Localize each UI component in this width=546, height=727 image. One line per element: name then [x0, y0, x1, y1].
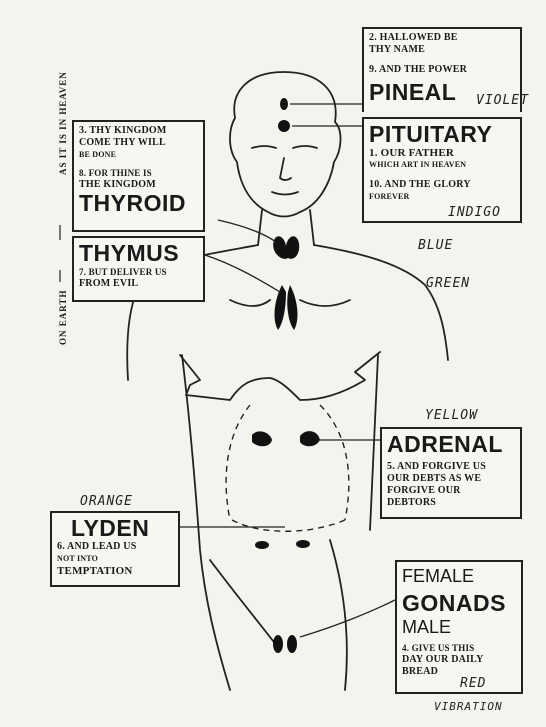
pineal-gland [280, 98, 288, 110]
adrenal-left [252, 431, 272, 446]
abdomen-dashed-left [226, 405, 250, 520]
thymus-box: THYMUS 7. BUT DELIVER US FROM EVIL [72, 236, 205, 302]
pineal-line-1: 2. HALLOWED BE [369, 32, 515, 44]
pituitary-line-1: 1. OUR FATHER [369, 147, 515, 159]
lyden-line-1: 6. AND LEAD US [57, 541, 173, 553]
lyden-line-3: TEMPTATION [57, 565, 173, 577]
gonad-left [273, 635, 283, 653]
thyroid-line-3: BE DONE [79, 149, 198, 161]
thyroid-gland [273, 236, 299, 259]
pelvis-flap-right [270, 352, 380, 400]
gonads-line-1: 4. GIVE US THIS [402, 642, 516, 654]
gonads-male-label: MALE [402, 616, 516, 638]
neck-right [310, 210, 314, 245]
leader-thyroid [218, 220, 276, 242]
pituitary-line-3: 10. AND THE GLORY [369, 179, 515, 191]
gonads-label: GONADS [402, 591, 516, 616]
leader-gonads [300, 600, 395, 637]
pituitary-gland [278, 120, 290, 132]
adrenal-right [300, 431, 320, 446]
thymus-gland [275, 285, 286, 330]
pineal-line-3: 9. AND THE POWER [369, 64, 515, 76]
gonads-line-3: BREAD [402, 666, 516, 678]
torso-left [182, 355, 230, 690]
gonads-color: RED [460, 676, 486, 691]
groin-line [210, 560, 280, 650]
gonad-right [287, 635, 297, 653]
pineal-line-2: THY NAME [369, 44, 515, 56]
neck-left [258, 210, 262, 245]
chest-right [300, 300, 350, 306]
lyden-line-2: NOT INTO [57, 553, 173, 565]
leg-line [330, 540, 347, 690]
adrenal-line-1: 5. AND FORGIVE US [387, 461, 515, 473]
adrenal-box: ADRENAL 5. AND FORGIVE US OUR DEBTS AS W… [380, 427, 522, 519]
thyroid-line-1: 3. THY KINGDOM [79, 125, 198, 137]
side-label-heaven: AS IT IS IN HEAVEN [58, 71, 68, 175]
abdomen-dashed-bottom [232, 520, 345, 531]
lyden-gland-right [296, 540, 310, 548]
footer-vibration: VIBRATION [434, 700, 503, 713]
thyroid-box: 3. THY KINGDOM COME THY WILL BE DONE 8. … [72, 120, 205, 232]
thyroid-line-4: 8. FOR THINE IS [79, 167, 198, 179]
thyroid-color: BLUE [418, 238, 453, 253]
lyden-color: ORANGE [80, 494, 133, 509]
pineal-color: VIOLET [476, 93, 529, 108]
gonads-female-label: FEMALE [402, 565, 516, 587]
side-label-earth: ON EARTH [58, 290, 68, 345]
pituitary-color: INDIGO [448, 205, 501, 220]
right-shoulder [314, 245, 448, 360]
thyroid-line-2: COME THY WILL [79, 137, 198, 149]
thymus-line-2: FROM EVIL [79, 278, 198, 290]
adrenal-line-3: FORGIVE OUR [387, 485, 515, 497]
adrenal-line-4: DEBTORS [387, 497, 515, 509]
thymus-color: GREEN [426, 276, 470, 291]
nose [280, 158, 291, 180]
pelvis-flap-left [180, 355, 270, 400]
pituitary-line-4: FOREVER [369, 191, 515, 203]
gonads-line-2: DAY OUR DAILY [402, 654, 516, 666]
right-eye [293, 146, 317, 148]
thymus-label: THYMUS [79, 241, 198, 266]
pituitary-line-2: WHICH ART IN HEAVEN [369, 159, 515, 171]
abdomen-dashed-right [320, 405, 349, 520]
lyden-box: LYDEN 6. AND LEAD US NOT INTO TEMPTATION [50, 511, 180, 587]
thyroid-label: THYROID [79, 191, 198, 216]
lyden-label: LYDEN [57, 516, 173, 541]
thymus-line-1: 7. BUT DELIVER US [79, 266, 198, 278]
gonads-box: FEMALE GONADS MALE 4. GIVE US THIS DAY O… [395, 560, 523, 694]
leader-thymus [205, 255, 280, 292]
left-eye [252, 146, 276, 148]
adrenal-line-2: OUR DEBTS AS WE [387, 473, 515, 485]
mouth [272, 192, 298, 195]
thymus-gland-right [287, 285, 297, 330]
torso-right [370, 355, 378, 530]
adrenal-label: ADRENAL [387, 432, 515, 457]
pituitary-label: PITUITARY [369, 122, 515, 147]
lyden-gland-left [255, 541, 269, 549]
chest-left [230, 300, 270, 306]
adrenal-color: YELLOW [425, 408, 478, 423]
